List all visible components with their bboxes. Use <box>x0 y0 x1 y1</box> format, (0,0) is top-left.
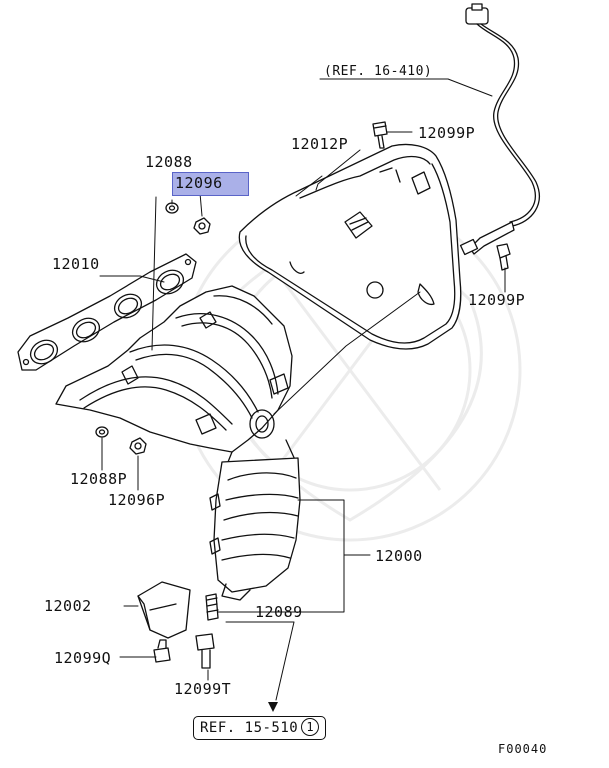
label-12099P-top[interactable]: 12099P <box>418 124 476 142</box>
bolt-12099T[interactable] <box>195 633 215 669</box>
label-12088P[interactable]: 12088P <box>70 470 128 488</box>
heat-protector-12012P[interactable] <box>238 143 462 350</box>
label-12000[interactable]: 12000 <box>375 547 423 565</box>
leader-lines <box>99 78 506 701</box>
label-12012P[interactable]: 12012P <box>291 135 349 153</box>
bolt-12099Q[interactable] <box>153 639 171 663</box>
bolt-12099P-top[interactable] <box>372 121 388 149</box>
bracket-12002[interactable] <box>137 581 191 639</box>
oxygen-sensor[interactable] <box>459 3 540 256</box>
ref-15-510-text: REF. 15-510 <box>200 720 299 736</box>
label-12099T[interactable]: 12099T <box>174 680 232 698</box>
nut-12096[interactable] <box>193 217 211 235</box>
label-12096[interactable]: 12096 <box>175 174 223 192</box>
nut-12096P[interactable] <box>129 437 147 455</box>
diagram-code: F00040 <box>498 742 548 756</box>
label-12002[interactable]: 12002 <box>44 597 92 615</box>
label-12010[interactable]: 12010 <box>52 255 100 273</box>
label-12096P[interactable]: 12096P <box>108 491 166 509</box>
label-12099P-right[interactable]: 12099P <box>468 291 526 309</box>
stud-12089[interactable] <box>205 593 219 621</box>
gasket-12010[interactable] <box>17 253 197 371</box>
ref-arrow-icon <box>268 702 278 712</box>
highlight-12096 <box>172 172 249 196</box>
washer-12088P[interactable] <box>95 426 109 438</box>
catalytic-converter-12000[interactable] <box>209 457 301 601</box>
ref-circle-number: 1 <box>301 718 320 736</box>
ref-16-410-link[interactable]: (REF. 16-410) <box>324 64 433 79</box>
label-12099Q[interactable]: 12099Q <box>54 649 112 667</box>
label-12089[interactable]: 12089 <box>255 603 303 621</box>
exhaust-manifold[interactable] <box>55 285 297 463</box>
label-12088[interactable]: 12088 <box>145 153 193 171</box>
bolt-12099P-right[interactable] <box>496 243 511 271</box>
washer-12088[interactable] <box>165 202 179 214</box>
